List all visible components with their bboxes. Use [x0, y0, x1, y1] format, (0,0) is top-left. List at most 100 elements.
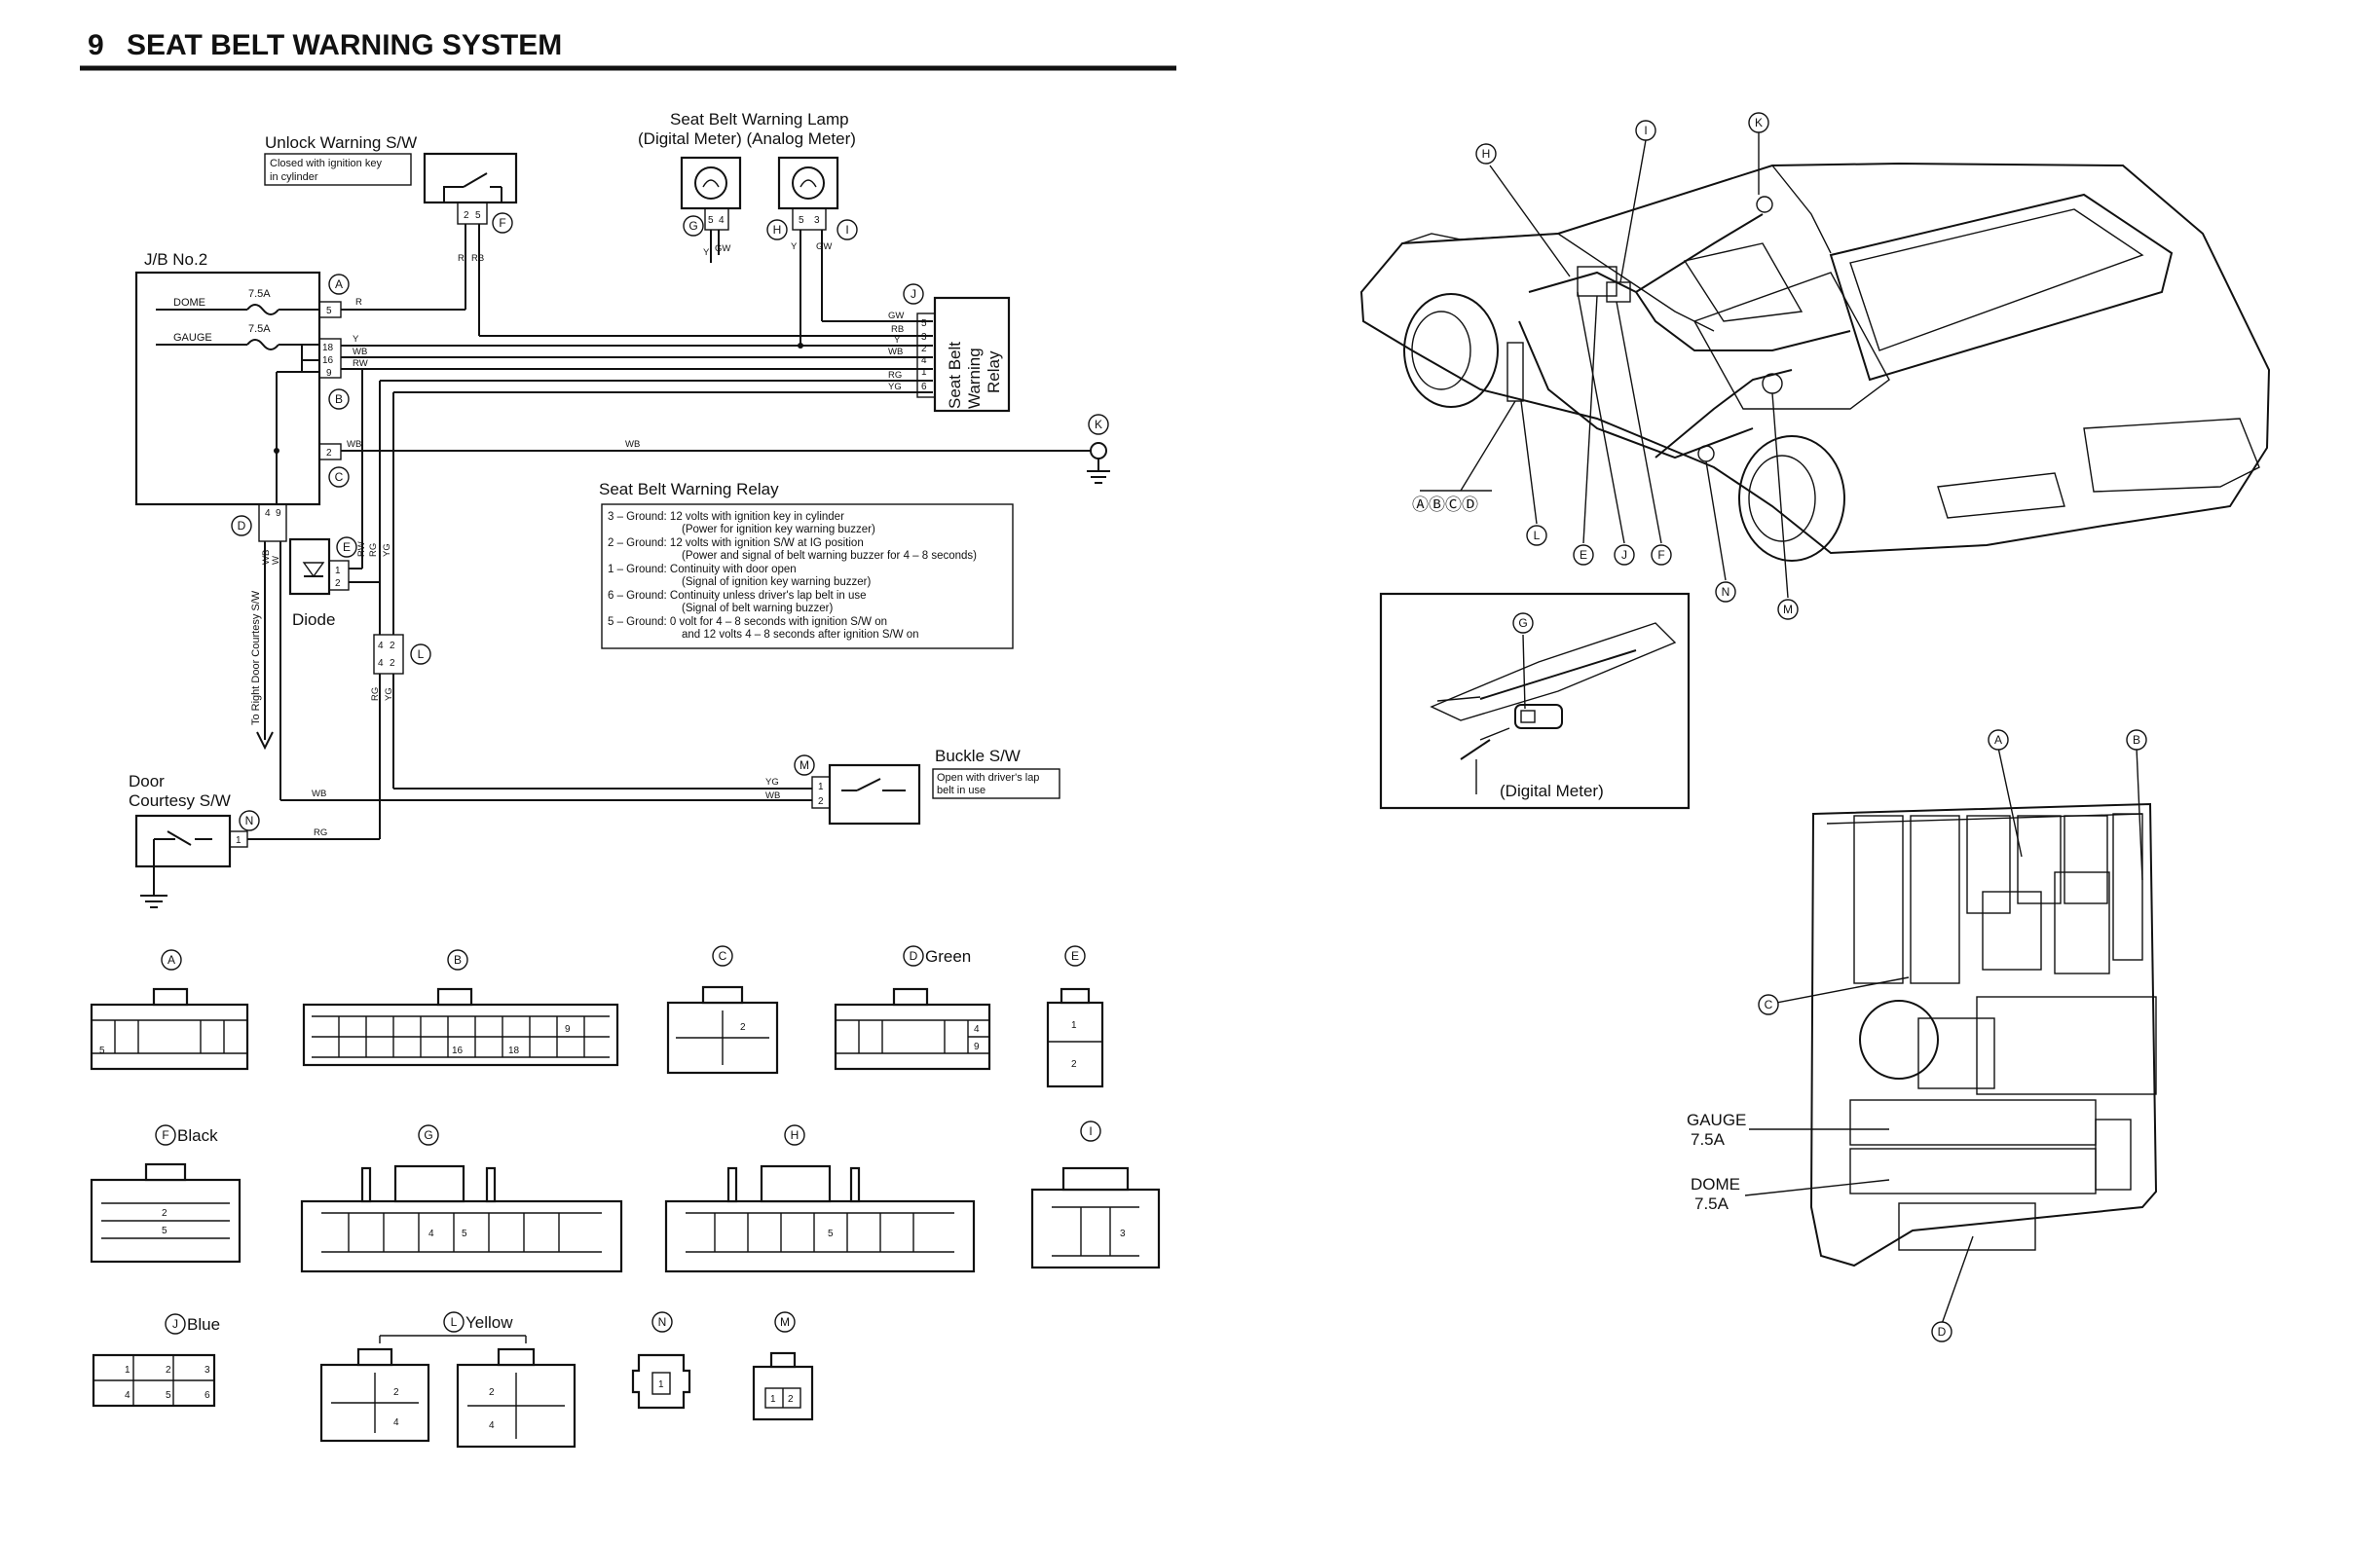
ref-m-letter: M — [800, 758, 809, 772]
view-j-pin-4: 4 — [125, 1390, 130, 1401]
view-l-color: Yellow — [465, 1313, 513, 1332]
unlock-switch-note-box — [264, 153, 412, 186]
relay-label-2: Warning — [965, 348, 984, 409]
connector-view-l-female: 2 4 — [319, 1347, 430, 1443]
relay-pin-6: 6 — [921, 382, 927, 392]
door-switch-label-1: Door — [129, 772, 165, 790]
jb-ref-b — [2126, 729, 2147, 751]
view-ref-i-letter: I — [1089, 1124, 1092, 1138]
ref-h — [766, 219, 788, 240]
ref-n-letter: N — [245, 814, 254, 827]
ref-g — [683, 215, 704, 237]
relay-wire-color-y: Y — [894, 335, 901, 346]
jb-ref-d — [1931, 1321, 1952, 1342]
buckle-note-1: Open with driver's lap — [937, 772, 1039, 784]
wire-label-rg-l: RG — [370, 687, 381, 701]
door-switch-label-2: Courtesy S/W — [129, 791, 231, 810]
view-ref-c — [712, 945, 733, 967]
analog-meter-lamp — [777, 156, 839, 210]
ref-i — [837, 219, 858, 240]
section-number: 9 — [88, 29, 104, 61]
car-ref-f-letter: F — [1657, 548, 1664, 562]
buckle-switch-contact — [856, 778, 881, 791]
relay-table-row-6: (Signal of ignition key warning buzzer) — [682, 576, 871, 588]
view-m-pin-2: 2 — [788, 1394, 794, 1405]
view-ref-h — [784, 1124, 805, 1146]
relay-wire-color-yg: YG — [888, 382, 902, 392]
jb-label: J/B No.2 — [144, 250, 207, 269]
relay-pin-5: 5 — [921, 318, 927, 329]
relay-table-row-10: and 12 volts 4 – 8 seconds after ignitio… — [682, 629, 919, 641]
jb-gauge-rating: 7.5A — [1691, 1130, 1726, 1149]
wire-label-yg-l: YG — [384, 687, 394, 701]
pin-b-16: 16 — [322, 355, 334, 366]
view-m-pin-1: 1 — [770, 1394, 776, 1405]
view-g-pin-5: 5 — [462, 1229, 467, 1239]
relay-wire-color-rb: RB — [891, 324, 904, 335]
relay-pin-4: 4 — [921, 355, 927, 366]
wire-label-wb-buckle: WB — [765, 790, 780, 801]
jb-ref-d-letter: D — [1938, 1325, 1947, 1339]
pin-h-5: 5 — [799, 215, 804, 226]
view-ref-d — [903, 945, 924, 967]
wire-label-gw-digital: GW — [715, 243, 730, 254]
relay-wire-color-wb: WB — [888, 347, 903, 357]
wire-label-rg-e: RG — [368, 543, 379, 557]
view-ref-a-letter: A — [167, 953, 175, 967]
car-ref-h-letter: H — [1482, 147, 1491, 161]
car-ref-e-letter: E — [1580, 548, 1587, 562]
relay-pin-2: 2 — [921, 344, 927, 354]
view-ref-l-letter: L — [451, 1315, 458, 1329]
car-ref-f — [1651, 544, 1672, 566]
car-ref-group-abcd: ⒶⒷⒸⒹ — [1412, 496, 1478, 514]
view-ref-j — [165, 1313, 186, 1335]
digital-meter-lamp — [680, 156, 742, 210]
view-a-pin-5: 5 — [99, 1046, 105, 1056]
fuse-dome-label: DOME — [173, 297, 205, 309]
fuse-gauge-symbol — [246, 339, 279, 350]
car-ref-j-letter: J — [1621, 548, 1627, 562]
ref-a — [328, 274, 350, 295]
view-l-f-pin-2: 2 — [393, 1387, 399, 1398]
seat-belt-warning-relay — [933, 296, 1011, 413]
wire-label-gw-analog: GW — [816, 241, 832, 252]
relay-table-row-9: 5 – Ground: 0 volt for 4 – 8 seconds wit… — [608, 616, 887, 628]
view-ref-d-letter: D — [910, 949, 918, 963]
buckle-note-box — [932, 768, 1060, 799]
view-ref-n — [651, 1311, 673, 1333]
pin-e-1: 1 — [335, 566, 341, 576]
view-l-m-pin-4: 4 — [489, 1420, 495, 1431]
view-ref-h-letter: H — [791, 1128, 800, 1142]
vehicle-illustration — [1359, 162, 2271, 562]
view-f-color: Black — [177, 1126, 218, 1145]
connector-view-d: 4 9 — [834, 987, 991, 1071]
pin-f-5: 5 — [475, 210, 481, 221]
wire-label-rb: RB — [471, 253, 484, 264]
ref-d-letter: D — [238, 519, 246, 533]
ref-g-letter: G — [688, 219, 697, 233]
view-l-m-pin-2: 2 — [489, 1387, 495, 1398]
ref-b — [328, 388, 350, 410]
relay-table-row-8: (Signal of belt warning buzzer) — [682, 603, 833, 614]
jb-dome-label: DOME — [1691, 1175, 1740, 1194]
relay-label-1: Seat Belt — [946, 342, 964, 409]
wire-label-rw: RW — [353, 358, 368, 369]
pin-d-4: 4 — [265, 508, 271, 519]
relay-table-title: Seat Belt Warning Relay — [599, 480, 779, 498]
relay-table-row-1: 3 – Ground: 12 volts with ignition key i… — [608, 511, 844, 523]
buckle-note-2: belt in use — [937, 785, 985, 796]
digital-meter-inset — [1379, 592, 1691, 810]
pin-f-2: 2 — [464, 210, 469, 221]
view-ref-n-letter: N — [658, 1315, 667, 1329]
pin-e-2: 2 — [335, 578, 341, 589]
view-l-f-pin-4: 4 — [393, 1417, 399, 1428]
car-ref-i-letter: I — [1644, 124, 1647, 137]
view-g-pin-4: 4 — [428, 1229, 434, 1239]
wire-label-wb-door: WB — [312, 789, 326, 799]
wire-label-rg-door: RG — [314, 827, 327, 838]
fuse-gauge-rating: 7.5A — [248, 323, 271, 335]
connector-view-j: 1 2 3 4 5 6 — [92, 1353, 216, 1408]
relay-table-row-2: (Power for ignition key warning buzzer) — [682, 524, 875, 535]
ref-n — [239, 810, 260, 831]
